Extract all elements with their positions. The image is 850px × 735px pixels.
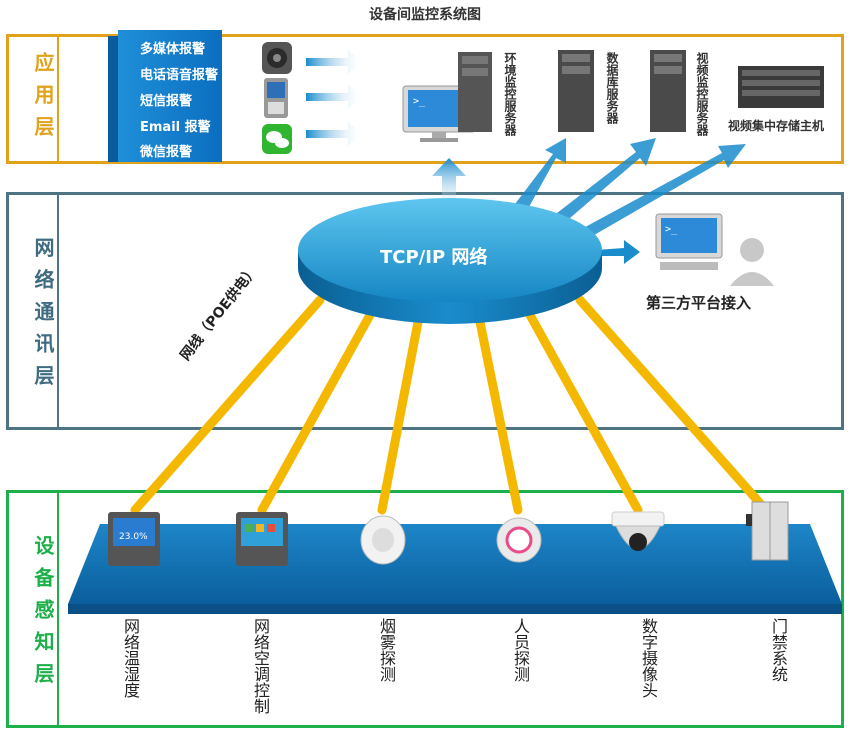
arrow-to-speaker [306, 50, 364, 74]
phone-icon [264, 78, 288, 118]
device-layer [6, 490, 844, 728]
storage-host-label: 视频集中存储主机 [728, 119, 825, 133]
arrow-to-phone [306, 85, 364, 109]
alarm-voice-call: 电话语音报警 [140, 68, 219, 83]
svg-text:23.0%: 23.0% [119, 532, 148, 542]
platform-computer-icon: >_ [655, 213, 723, 270]
device-label-access: 门禁系统 [769, 618, 788, 682]
user-icon [730, 238, 774, 286]
env-server-label: 环境监控服务器 [503, 52, 517, 136]
temp-humidity-sensor-icon: 23.0% [108, 512, 160, 566]
application-layer-label-column [9, 37, 59, 161]
cable-access [575, 295, 771, 515]
db-server-icon [558, 50, 594, 132]
db-server-label: 数据库服务器 [605, 52, 619, 124]
alarm-multimedia: 多媒体报警 [140, 42, 206, 57]
arrow-to-video-server [548, 138, 656, 230]
smoke-detector-icon [360, 515, 406, 565]
cable-aircon [257, 310, 375, 515]
storage-host-icon [738, 66, 824, 108]
device-layer-label: 设备感知层 [31, 535, 55, 695]
cable-smoke [377, 317, 423, 515]
arrow-to-wechat [306, 122, 364, 146]
device-layer-label-column [9, 493, 59, 725]
wechat-icon [262, 124, 292, 154]
alarm-email: Email 报警 [140, 120, 211, 135]
svg-text:>_: >_ [665, 224, 678, 235]
third-party-platform-label: 第三方平台接入 [646, 294, 752, 312]
application-layer [6, 34, 844, 164]
network-layer-label: 网络通讯层 [31, 237, 55, 397]
device-label-camera: 数字摄像头 [639, 618, 658, 698]
arrow-to-env-server [432, 158, 466, 212]
tcp-ip-network-label: TCP/IP 网络 [380, 247, 488, 268]
speaker-icon [262, 42, 292, 74]
application-layer-label: 应用层 [31, 52, 55, 148]
network-layer [6, 192, 844, 430]
svg-text:>_: >_ [413, 96, 426, 107]
cable-temp [130, 295, 325, 515]
env-server-icon [458, 52, 492, 132]
network-disk-top [298, 198, 602, 302]
arrow-to-storage [576, 144, 746, 242]
alarm-wechat: 微信报警 [140, 145, 193, 160]
video-server-icon [650, 50, 686, 132]
device-label-temp-humidity: 网络温湿度 [121, 618, 140, 698]
person-detector-icon [496, 517, 542, 563]
cable-camera [525, 310, 643, 515]
camera-icon [611, 511, 665, 551]
device-label-aircon: 网络空调控制 [251, 618, 270, 714]
device-label-person: 人员探测 [511, 618, 530, 682]
access-control-icon [746, 501, 789, 561]
alarm-box-side [108, 36, 120, 162]
device-shelf [68, 524, 842, 604]
aircon-controller-icon [236, 512, 288, 566]
cable-person [475, 317, 523, 515]
device-shelf-edge [68, 604, 842, 614]
arrow-to-db-server [512, 138, 566, 216]
device-label-smoke: 烟雾探测 [377, 618, 396, 682]
diagram-title: 设备间监控系统图 [369, 7, 481, 23]
video-server-label: 视频监控服务器 [695, 52, 709, 136]
network-layer-label-column [9, 195, 59, 427]
poe-cables [130, 295, 771, 515]
arrow-to-platform [596, 240, 640, 264]
alarm-box [118, 30, 222, 162]
alarm-sms: 短信报警 [140, 94, 193, 109]
